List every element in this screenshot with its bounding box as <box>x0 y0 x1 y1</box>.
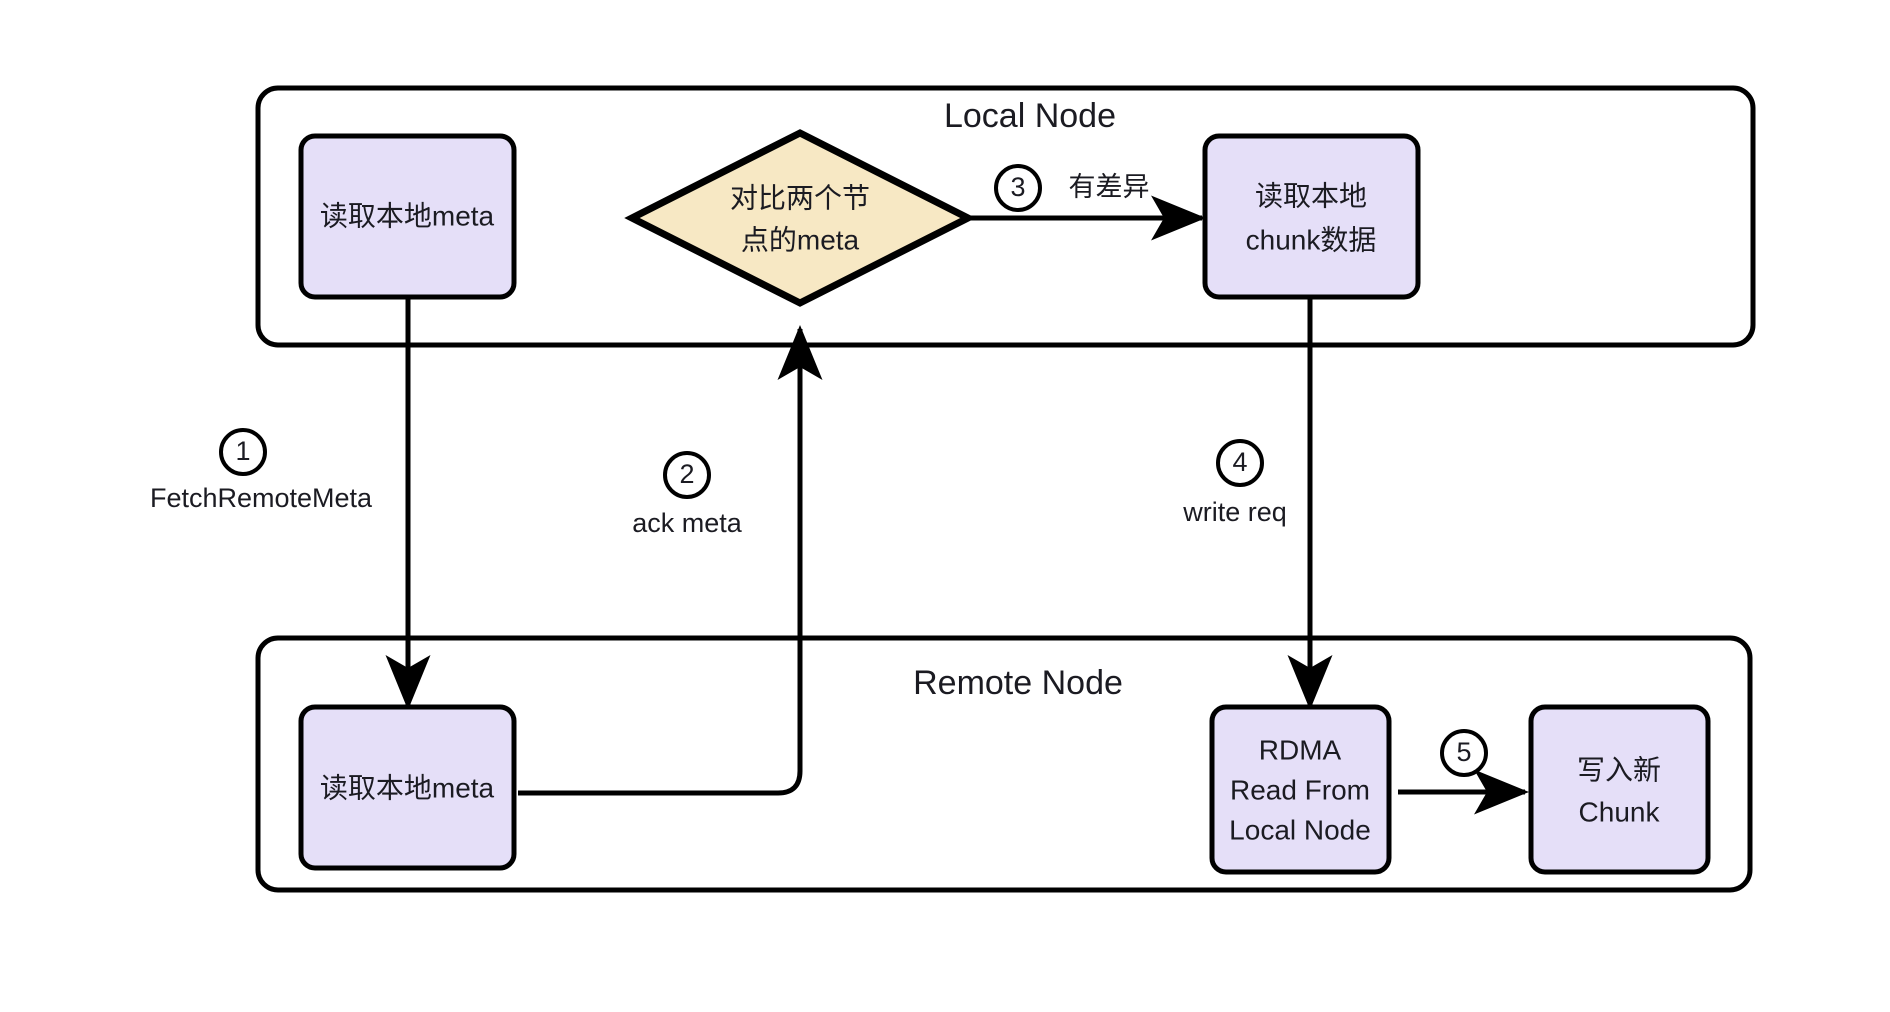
node-local-read-chunk-label-line1: 读取本地 <box>1255 180 1367 211</box>
node-local-read-chunk[interactable]: 读取本地 chunk数据 <box>1202 133 1421 300</box>
badge-circle-5 <box>1440 729 1488 777</box>
node-rdma-read-label-line3: Local Node <box>1229 814 1371 845</box>
edge-badge-4: 4 write req <box>1182 439 1287 527</box>
edge-ack-meta <box>518 324 823 796</box>
node-write-chunk-label-line2: Chunk <box>1579 796 1661 827</box>
edge-label-ack-meta: ack meta <box>632 508 743 538</box>
badge-circle-4 <box>1216 439 1264 487</box>
local-node-boundary <box>255 85 1756 348</box>
badge-circle-1 <box>219 428 267 476</box>
edge-label-write-req: write req <box>1182 497 1287 527</box>
edge-label-fetch-remote-meta: FetchRemoteMeta <box>150 483 373 513</box>
container-remote-node: Remote Node <box>255 635 1753 893</box>
node-compare-meta-label-line1: 对比两个节 <box>730 182 870 213</box>
node-compare-meta[interactable]: 对比两个节 点的meta <box>624 129 976 307</box>
node-local-read-meta-box[interactable] <box>298 133 517 300</box>
node-rdma-read-label-line1: RDMA <box>1259 734 1342 765</box>
node-rdma-read[interactable]: RDMA Read From Local Node <box>1209 704 1392 875</box>
edge-label-has-diff: 有差异 <box>1069 172 1150 202</box>
badge-number-5: 5 <box>1456 737 1471 767</box>
node-rdma-read-label-line2: Read From <box>1230 774 1370 805</box>
badge-number-2: 2 <box>679 459 694 489</box>
node-remote-read-meta-label: 读取本地meta <box>320 772 495 803</box>
badge-circle-3 <box>994 164 1042 212</box>
node-local-read-meta-label: 读取本地meta <box>320 200 495 231</box>
remote-node-boundary <box>255 635 1753 893</box>
container-local-node: Local Node <box>255 85 1756 348</box>
badge-circle-2 <box>663 451 711 499</box>
node-compare-meta-diamond[interactable] <box>624 129 976 307</box>
remote-node-title: Remote Node <box>913 664 1123 702</box>
node-local-read-chunk-label-line2: chunk数据 <box>1246 224 1377 255</box>
edge-badge-2: 2 ack meta <box>632 451 743 538</box>
node-write-chunk-box[interactable] <box>1528 704 1711 875</box>
node-compare-meta-label-line2: 点的meta <box>741 224 860 255</box>
edge-badge-5: 5 <box>1440 729 1488 777</box>
node-remote-read-meta[interactable]: 读取本地meta <box>298 704 517 871</box>
badge-number-1: 1 <box>235 436 250 466</box>
node-write-chunk[interactable]: 写入新 Chunk <box>1528 704 1711 875</box>
node-rdma-read-box[interactable] <box>1209 704 1392 875</box>
node-write-chunk-label-line1: 写入新 <box>1577 754 1661 785</box>
node-remote-read-meta-box[interactable] <box>298 704 517 871</box>
edge-badge-1: 1 FetchRemoteMeta <box>150 428 373 513</box>
node-local-read-chunk-box[interactable] <box>1202 133 1421 300</box>
node-local-read-meta[interactable]: 读取本地meta <box>298 133 517 300</box>
badge-number-4: 4 <box>1232 447 1247 477</box>
badge-number-3: 3 <box>1010 172 1025 202</box>
edge-badge-3: 3 有差异 <box>994 164 1150 212</box>
local-node-title: Local Node <box>944 97 1116 135</box>
